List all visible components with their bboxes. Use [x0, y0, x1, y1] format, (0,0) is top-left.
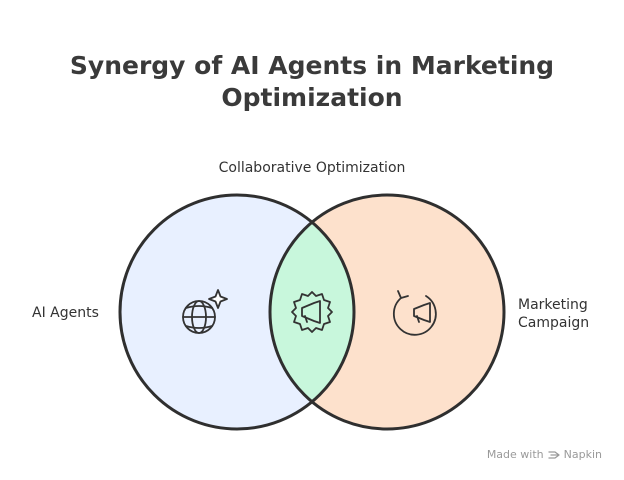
megaphone-refresh-icon	[392, 290, 437, 336]
right-label-line-1: Marketing	[518, 297, 588, 313]
left-set-label: AI Agents	[32, 305, 99, 321]
right-circle-outline	[268, 193, 506, 431]
made-with-text: Made with	[486, 448, 544, 461]
made-with-napkin-footer[interactable]: Made with Napkin	[487, 448, 602, 461]
left-circle-outline	[118, 193, 356, 431]
title-line-2: Optimization	[221, 83, 403, 112]
intersection-label: Collaborative Optimization	[218, 160, 406, 176]
right-set-label: Marketing Campaign	[518, 296, 589, 332]
napkin-brand-text: Napkin	[563, 448, 602, 461]
globe-sparkle-icon	[182, 289, 228, 334]
intersection-region	[270, 195, 354, 429]
right-label-line-2: Campaign	[518, 315, 590, 331]
megaphone-gear-icon	[291, 291, 333, 333]
napkin-logo-icon	[547, 450, 560, 459]
diagram-title: Synergy of AI Agents in Marketing Optimi…	[0, 50, 624, 114]
title-line-1: Synergy of AI Agents in Marketing	[69, 51, 555, 80]
